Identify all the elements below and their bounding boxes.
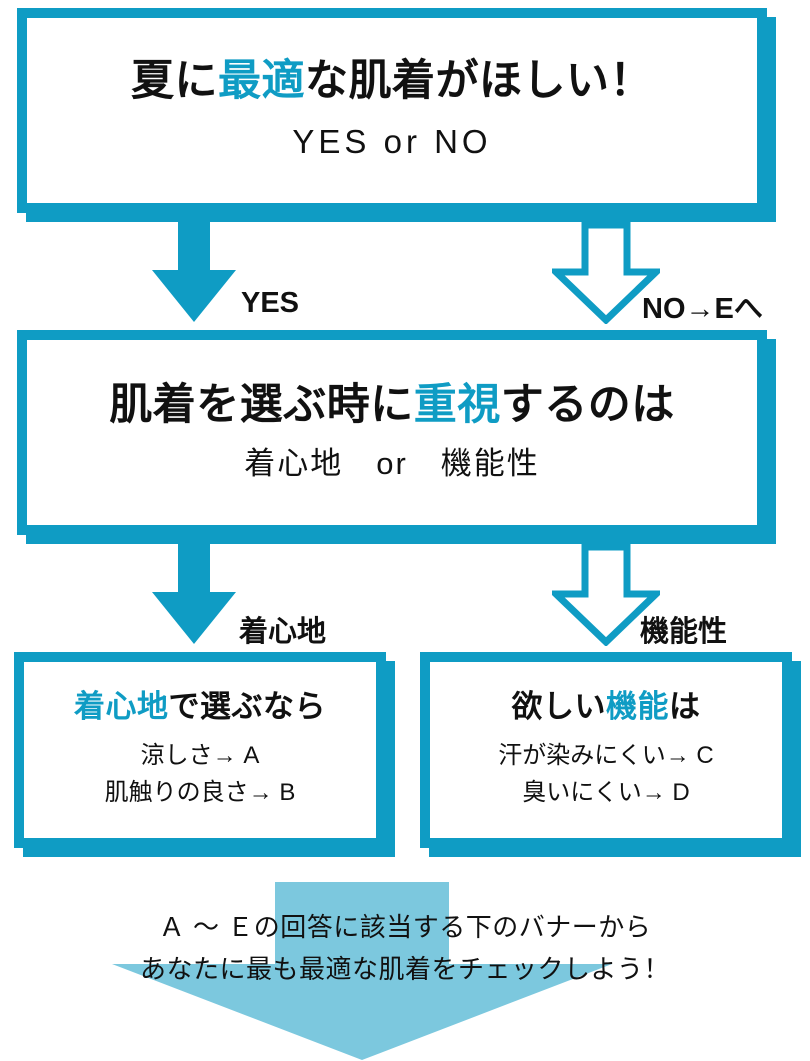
footer-line-2: あなたに最も最適な肌着をチェックしよう！: [139, 954, 670, 985]
decision-box-question-1[interactable]: 夏に最適な肌着がほしい！ YES or NO: [17, 8, 776, 222]
result-right-title: 欲しい機能は: [512, 689, 701, 725]
arrow-comfort-label: 着心地: [239, 616, 327, 648]
result-box-function[interactable]: 欲しい機能は 汗が染みにくい→ C 臭いにくい→ D: [420, 652, 801, 857]
arrow-function-outline: [552, 544, 660, 646]
footer-instruction-text: Ａ 〜 Ｅの回答に該当する下のバナーから あなたに最も最適な肌着をチェックしよう…: [0, 906, 810, 990]
result-right-line-1: 汗が染みにくい→ C: [498, 741, 714, 769]
question-2-title-pre: 肌着を選ぶ時に: [109, 380, 414, 429]
result-box-comfort[interactable]: 着心地で選ぶなら 涼しさ→ A 肌触りの良さ→ B: [14, 652, 395, 857]
box-frame: 着心地で選ぶなら 涼しさ→ A 肌触りの良さ→ B: [14, 652, 386, 848]
question-1-title: 夏に最適な肌着がほしい！: [131, 57, 653, 106]
result-left-line-1: 涼しさ→ A: [140, 741, 260, 769]
box-frame: 肌着を選ぶ時に重視するのは 着心地 or 機能性: [17, 330, 767, 535]
result-right-line-2: 臭いにくい→ D: [522, 778, 690, 806]
box-frame: 欲しい機能は 汗が染みにくい→ C 臭いにくい→ D: [420, 652, 792, 848]
arrow-function-label: 機能性: [640, 616, 728, 648]
result-left-title-highlight: 着心地: [74, 688, 169, 724]
question-2-title-highlight: 重視: [413, 380, 501, 429]
result-left-title-post: で選ぶなら: [168, 688, 326, 724]
arrow-yes-label: YES: [241, 287, 300, 319]
result-left-title: 着心地で選ぶなら: [74, 689, 326, 725]
question-2-title-post: するのは: [500, 380, 675, 429]
box-frame: 夏に最適な肌着がほしい！ YES or NO: [17, 8, 767, 213]
question-2-subtitle: 着心地 or 機能性: [244, 446, 540, 482]
question-1-subtitle: YES or NO: [292, 122, 492, 160]
decision-box-question-2[interactable]: 肌着を選ぶ時に重視するのは 着心地 or 機能性: [17, 330, 776, 544]
question-1-title-highlight: 最適: [218, 57, 305, 106]
arrow-no-label: NO→Eへ: [642, 293, 763, 325]
question-2-title: 肌着を選ぶ時に重視するのは: [109, 381, 675, 430]
question-1-title-post: な肌着がほしい！: [305, 57, 653, 106]
footer-arrow-down-icon: [112, 882, 612, 1060]
arrow-yes-solid: [152, 222, 236, 322]
result-right-title-highlight: 機能: [606, 688, 669, 724]
result-right-title-pre: 欲しい: [511, 688, 606, 724]
result-left-line-2: 肌触りの良さ→ B: [104, 778, 296, 806]
footer-line-1: Ａ 〜 Ｅの回答に該当する下のバナーから: [158, 912, 652, 942]
arrow-comfort-solid: [152, 544, 236, 644]
arrow-no-outline: [552, 222, 660, 324]
result-right-title-post: は: [669, 688, 701, 724]
question-1-title-pre: 夏に: [131, 57, 218, 106]
